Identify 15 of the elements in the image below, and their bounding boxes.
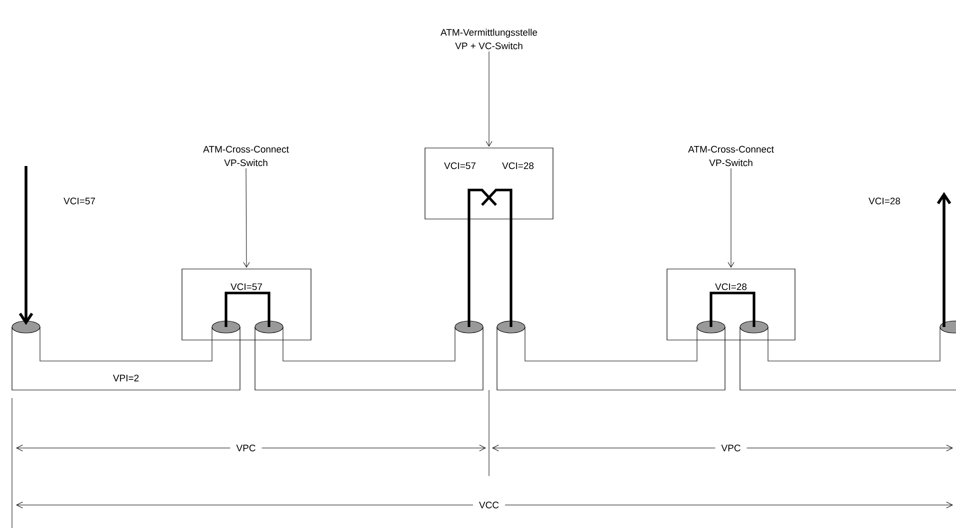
switch-box: VCI=57 VCI=28 [424,148,554,220]
arrow [486,51,492,146]
switch-label: ATM-Cross-Connect VP-Switch [203,146,289,166]
dimension-label: VPC [715,441,747,455]
switch-label: ATM-Vermittlungsstelle VP + VC-Switch [440,28,538,50]
arrow [243,168,250,268]
switch-label: ATM-Cross-Connect VP-Switch [688,146,774,166]
signal-label: VCI=28 [868,198,900,204]
signal-label: VPI=2 [112,374,139,382]
dimension-label: VCC [472,498,506,512]
signal-label: VCI=57 [64,198,96,204]
switch-box: VCI=57 [182,268,312,340]
arrow [728,168,734,268]
switch-box: VCI=28 [666,268,796,340]
dimension-label: VPC [230,441,262,455]
